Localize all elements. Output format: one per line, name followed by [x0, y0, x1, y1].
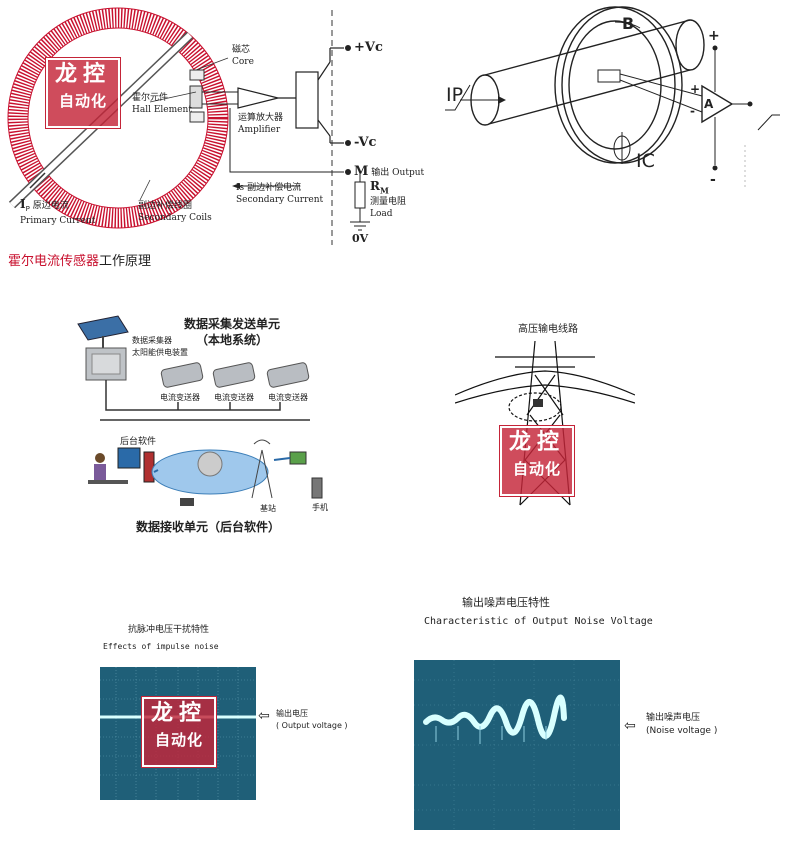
label-hall-en: Hall Element	[132, 105, 192, 115]
impulse-title-en: Effects of impulse noise	[103, 642, 219, 651]
tower-title: 高压输电线路	[518, 324, 578, 335]
label-rm-sub: M	[379, 185, 389, 196]
label-secondary-current: Is 副边补偿电流 Secondary Current	[236, 182, 323, 206]
noise-output-en: (Noise voltage )	[646, 726, 718, 736]
ip-waveform	[445, 84, 471, 111]
label-amp-en: Amplifier	[238, 125, 281, 135]
system-diagram	[77, 315, 323, 506]
caption-rest: 工作原理	[99, 254, 152, 269]
label-plus-input: +	[690, 82, 701, 96]
noise-output-zh: 输出噪声电压	[646, 713, 701, 723]
hall-element	[189, 85, 203, 109]
label-base-station: 基站	[260, 504, 276, 513]
hall-sensor-diagram	[7, 7, 370, 245]
noise-title-en: Characteristic of Output Noise Voltage	[424, 616, 653, 627]
noise-arrow-icon: ⇦	[624, 718, 636, 734]
label-minus-bottom: -	[710, 172, 716, 188]
label-secondary-coils: 副边补偿线圈 Secondary Coils	[138, 200, 212, 224]
watermark-scope-line2: 自动化	[154, 731, 203, 749]
hall-element-3d	[597, 69, 621, 83]
label-ip-zh: 原边电流	[32, 201, 69, 211]
label-ip-en: Primary Current	[20, 215, 96, 226]
label-load: RM 测量电阻 Load	[370, 180, 406, 220]
watermark-scope-line1: 龙控	[150, 701, 207, 726]
label-collector-text: 数据采集器	[132, 336, 172, 345]
noise-title-zh: 输出噪声电压特性	[462, 596, 550, 609]
backend-computer	[88, 447, 155, 484]
label-core-en: Core	[232, 57, 254, 67]
label-is-symbol: Is	[236, 183, 245, 193]
base-station	[251, 439, 273, 499]
impulse-output-en: ( Output voltage )	[276, 721, 348, 730]
system-title: 数据采集发送单元 （本地系统）	[184, 316, 280, 348]
output-waveform	[757, 114, 780, 131]
label-load-en: Load	[370, 209, 393, 220]
transmitter-group	[160, 362, 310, 388]
label-transmitter-1: 电流变送器	[160, 393, 200, 402]
label-plus-top: +	[708, 28, 720, 44]
watermark-line1: 龙控	[54, 62, 111, 87]
watermark-tower-line2: 自动化	[512, 460, 561, 478]
output-transistors	[278, 47, 344, 144]
label-ip-sub: P	[25, 204, 30, 213]
label-collector: 数据采集器 太阳能供电装置	[132, 335, 188, 359]
label-b-field: B	[622, 14, 635, 33]
label-coils-zh: 副边补偿线圈	[138, 201, 193, 211]
impulse-output-label: 输出电压 ( Output voltage )	[276, 708, 348, 732]
watermark-line2: 自动化	[58, 92, 107, 110]
label-load-zh: 测量电阻	[370, 197, 407, 208]
label-ip-symbol: I	[20, 197, 26, 211]
diagram-caption: 霍尔电流传感器工作原理	[8, 250, 151, 269]
label-transmitter-3: 电流变送器	[268, 393, 308, 402]
label-phone: 手机	[312, 503, 328, 512]
noise-output-label: 输出噪声电压 (Noise voltage )	[646, 712, 717, 738]
watermark-logo-scope: 龙控 自动化	[142, 697, 216, 767]
label-amp-a: A	[704, 97, 714, 111]
amplifier-symbol	[237, 87, 279, 109]
label-zero-v: 0V	[352, 232, 369, 245]
label-vplus: +Vc	[354, 40, 383, 55]
watermark-tower-line1: 龙控	[508, 430, 565, 455]
label-rm-symbol: R	[370, 179, 380, 193]
label-ip-3d: IP	[446, 84, 464, 106]
impulse-arrow-icon: ⇦	[258, 708, 270, 724]
noise-scope-screen	[414, 660, 620, 830]
label-primary-current: IP 原边电流 Primary Current	[20, 198, 95, 227]
system-title-line1: 数据采集发送单元	[184, 317, 281, 331]
system-title-line2: （本地系统）	[196, 333, 269, 347]
label-is-en: Secondary Current	[236, 195, 324, 205]
label-core: 磁芯 Core	[232, 44, 254, 68]
watermark-logo-tower: 龙控 自动化	[500, 426, 574, 496]
label-minus-input: -	[690, 104, 695, 118]
label-amplifier: 运算放大器 Amplifier	[238, 112, 283, 136]
label-m-symbol: M	[354, 164, 369, 179]
label-ic: IC	[636, 150, 655, 172]
label-is-zh: 副边补偿电流	[247, 183, 302, 193]
watermark-logo: 龙控 自动化	[46, 58, 120, 128]
label-output: M 输出 Output	[354, 164, 424, 179]
mobile-phone	[311, 477, 323, 499]
ring-core	[554, 6, 683, 164]
label-vminus: -Vc	[354, 135, 377, 150]
label-amp-zh: 运算放大器	[238, 113, 284, 123]
system-footer: 数据接收单元（后台软件）	[136, 520, 281, 534]
label-coils-en: Secondary Coils	[138, 213, 212, 223]
label-core-zh: 磁芯	[232, 45, 251, 55]
caption-highlight: 霍尔电流传感器	[8, 254, 100, 269]
sensor-3d-diagram	[445, 6, 780, 188]
label-hall-element: 霍尔元件 Hall Element	[132, 92, 192, 116]
label-output-en: Output	[392, 168, 425, 178]
label-solar-text: 太阳能供电装置	[132, 348, 188, 357]
op-amp-symbol	[701, 84, 734, 124]
label-output-zh: 输出	[371, 168, 390, 178]
load-resistor	[354, 181, 366, 209]
impulse-title-zh: 抗脉冲电压干扰特性	[128, 625, 210, 635]
label-transmitter-2: 电流变送器	[214, 393, 254, 402]
label-backend: 后台软件	[120, 437, 157, 447]
label-hall-zh: 霍尔元件	[132, 93, 169, 103]
noise-trace	[423, 694, 567, 739]
solar-panel	[77, 315, 129, 350]
secondary-coil-toroid	[7, 7, 229, 229]
impulse-output-zh: 输出电压	[276, 709, 308, 718]
